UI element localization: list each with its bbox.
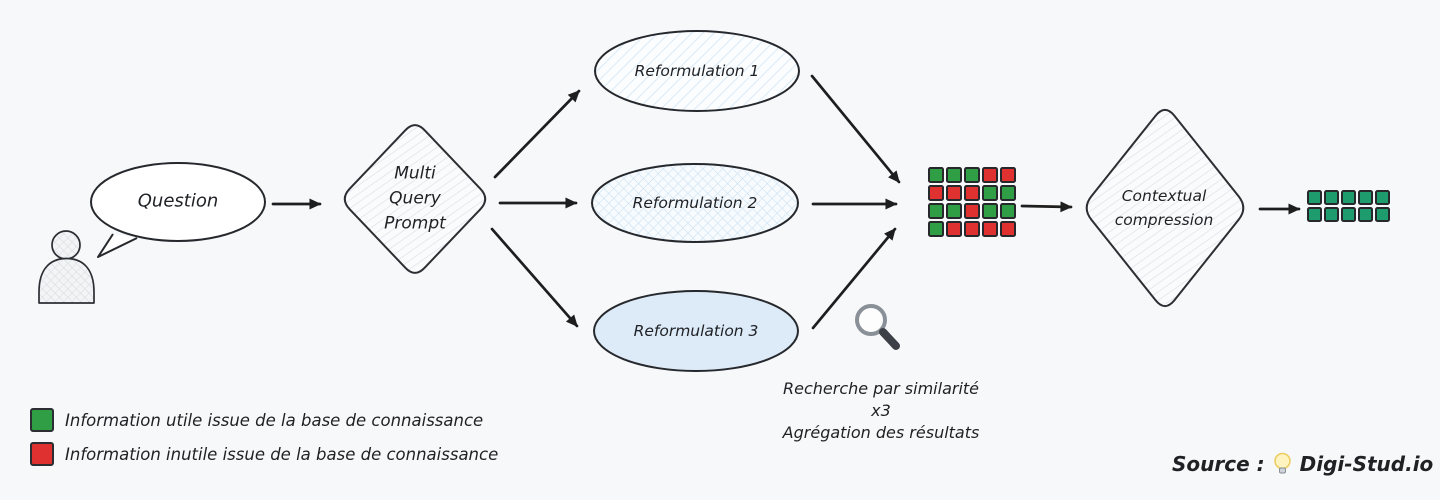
chunk-square (1000, 221, 1016, 237)
magnifier-icon (855, 304, 900, 350)
reformulation-2-ellipse (591, 163, 799, 243)
chunk-square (1307, 190, 1322, 205)
chunk-square (1000, 203, 1016, 219)
contextual-compression-label: Contextual compression (1115, 184, 1214, 232)
reformulation-1-label: Reformulation 1 (634, 62, 760, 80)
chunk-square (1358, 190, 1373, 205)
question-label: Question (137, 190, 219, 212)
reformulation-3-label: Reformulation 3 (633, 322, 759, 340)
red-square-swatch (30, 442, 54, 466)
chunk-square (982, 185, 998, 201)
chunk-square (964, 203, 980, 219)
chunk-square (964, 185, 980, 201)
legend-item-useless: Information inutile issue de la base de … (30, 442, 498, 466)
chunk-row (928, 185, 1016, 201)
arrow-ref3-to-grid (811, 227, 897, 330)
chunk-square (1307, 207, 1322, 222)
chunk-square (964, 167, 980, 183)
chunk-square (1341, 190, 1356, 205)
chunk-row (928, 167, 1016, 183)
note-line-3: Agrégation des résultats (782, 423, 980, 442)
note-line-1: Recherche par similarité (782, 379, 980, 398)
reformulation-1-ellipse (594, 30, 800, 112)
person-icon (38, 230, 95, 304)
legend-item-useful: Information utile issue de la base de co… (30, 408, 498, 432)
chunk-square (946, 221, 962, 237)
retrieval-grid (928, 167, 1016, 239)
chunk-square (982, 203, 998, 219)
multi-query-prompt-diamond (343, 124, 487, 274)
cc-line-2: compression (1114, 211, 1214, 229)
cc-line-1: Contextual (1121, 187, 1207, 205)
chunk-square (1358, 207, 1373, 222)
chunk-square (946, 185, 962, 201)
chunk-square (928, 167, 944, 183)
chunk-square (946, 167, 962, 183)
chunk-square (928, 221, 944, 237)
reformulation-2-label: Reformulation 2 (632, 194, 758, 212)
source-label: Source : (1172, 452, 1265, 476)
chunk-square (1375, 207, 1390, 222)
chunk-square (1341, 207, 1356, 222)
arrow-grid-to-compression (1020, 201, 1073, 213)
chunk-row (1307, 190, 1390, 205)
green-square-swatch (30, 408, 54, 432)
similarity-search-note: Recherche par similarité x3 Agrégation d… (783, 378, 980, 444)
arrow-mqp-to-ref1 (493, 89, 581, 179)
mqp-line-1: Multi (394, 163, 436, 184)
speech-bubble (90, 162, 266, 258)
chunk-square (1375, 190, 1390, 205)
legend-label-useless: Information inutile issue de la base de … (65, 444, 499, 464)
chunk-square (928, 185, 944, 201)
chunk-row (928, 203, 1016, 219)
contextual-compression-diamond (1085, 108, 1245, 308)
reformulation-3-ellipse (593, 290, 799, 372)
chunk-square (1000, 167, 1016, 183)
chunk-square (964, 221, 980, 237)
legend-label-useful: Information utile issue de la base de co… (65, 410, 484, 430)
chunk-square (1000, 185, 1016, 201)
chunk-square (1324, 207, 1339, 222)
chunk-square (1324, 190, 1339, 205)
multi-query-prompt-label: Multi Query Prompt (384, 162, 446, 237)
lightbulb-icon (1273, 452, 1291, 476)
legend: Information utile issue de la base de co… (30, 408, 498, 476)
source-credit: Source : Digi-Stud.io (1172, 452, 1433, 476)
chunk-row (928, 221, 1016, 237)
output-grid (1307, 190, 1390, 224)
chunk-square (946, 203, 962, 219)
mqp-line-2: Query (389, 188, 441, 209)
chunk-square (928, 203, 944, 219)
chunk-row (1307, 207, 1390, 222)
mqp-line-3: Prompt (384, 213, 446, 234)
arrow-ref1-to-grid (810, 74, 901, 184)
source-brand: Digi-Stud.io (1299, 452, 1434, 476)
chunk-square (982, 221, 998, 237)
chunk-square (982, 167, 998, 183)
note-line-2: x3 (871, 401, 891, 420)
arrow-mqp-to-ref3 (490, 227, 579, 328)
